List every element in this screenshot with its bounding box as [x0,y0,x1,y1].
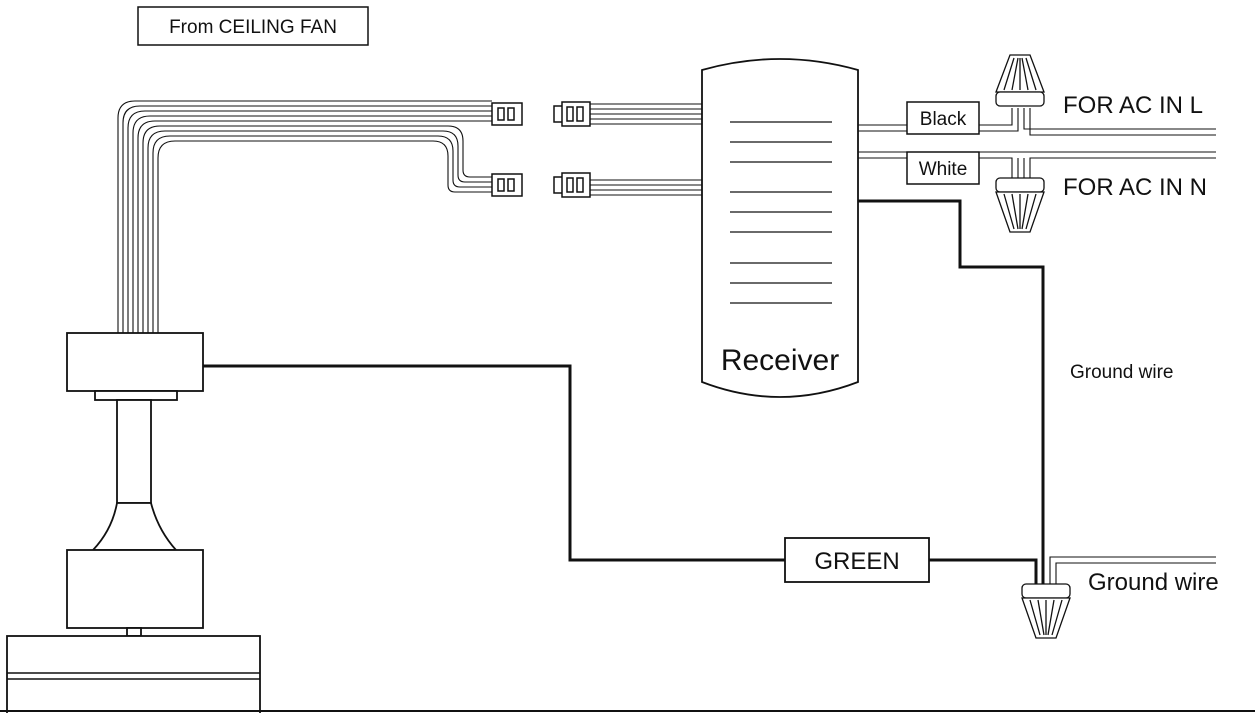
for-ac-in-n-text: FOR AC IN N [1063,174,1207,201]
black-label-text: Black [920,109,967,130]
connector-lower-female [553,172,591,198]
fan-motor-housing [66,549,204,629]
from-ceiling-fan-label: From CEILING FAN [137,6,369,46]
white-wire [858,151,1216,178]
green-ground-wire [203,364,1038,584]
receiver-input-wires [590,103,702,196]
fan-shaft [126,627,142,637]
fan-motor-cap [90,502,179,551]
house-ground-wire [1049,556,1216,584]
connector-upper-male [491,102,523,126]
white-label-text: White [919,159,968,180]
black-wire [858,108,1216,136]
fan-downrod [116,399,152,504]
ground-wire-label-2: Ground wire [1088,569,1219,596]
fan-canopy [66,332,204,392]
from-ceiling-fan-text: From CEILING FAN [169,17,337,38]
white-label: White [906,151,980,185]
ground-wire-label-1: Ground wire [1070,362,1174,383]
black-label: Black [906,101,980,135]
receiver: Receiver [701,58,859,398]
fan-blade-mount [6,635,261,713]
fan-canopy-collar [94,390,178,401]
green-label: GREEN [784,537,930,583]
connector-upper-female [553,101,591,127]
wire-nut-ground [1021,583,1071,639]
wire-nut-l [995,54,1045,107]
wire-nut-n [995,177,1045,233]
receiver-ground-wire [858,199,1045,584]
receiver-title: Receiver [721,344,839,377]
green-label-text: GREEN [814,548,899,575]
fan-wire-bundle [117,100,492,333]
ceiling-fan [6,332,261,713]
for-ac-in-l-text: FOR AC IN L [1063,92,1203,119]
connector-lower-male [491,173,523,197]
